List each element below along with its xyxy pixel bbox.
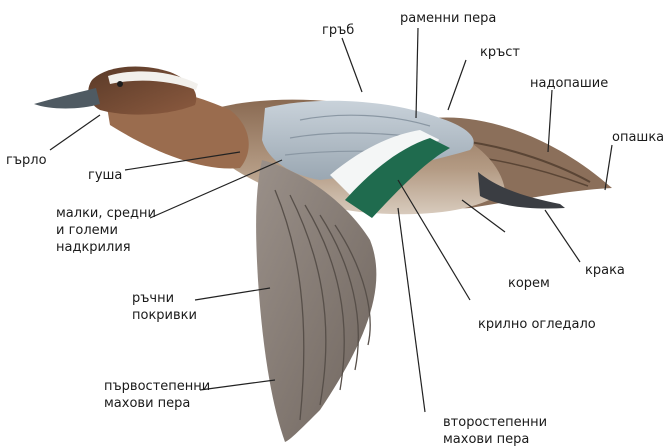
label-crop: гуша	[88, 167, 122, 184]
label-primary-coverts: ръчни покривки	[132, 290, 197, 324]
label-throat: гърло	[6, 152, 47, 169]
label-back: гръб	[322, 22, 354, 39]
eye	[117, 81, 123, 87]
label-legs: крака	[585, 262, 625, 279]
label-secondaries: второстепенни махови пера	[443, 414, 547, 448]
bill-shape	[34, 88, 100, 109]
label-primaries: първостепенни махови пера	[104, 378, 210, 412]
label-belly: корем	[508, 275, 550, 292]
label-speculum: крилно огледало	[478, 316, 596, 333]
label-uppertail-coverts: надопашие	[530, 75, 608, 92]
label-tail: опашка	[612, 129, 664, 146]
label-rump: кръст	[480, 44, 520, 61]
label-scapulars: раменни пера	[400, 10, 496, 27]
label-wing-coverts: малки, средни и големи надкрилия	[56, 205, 156, 256]
